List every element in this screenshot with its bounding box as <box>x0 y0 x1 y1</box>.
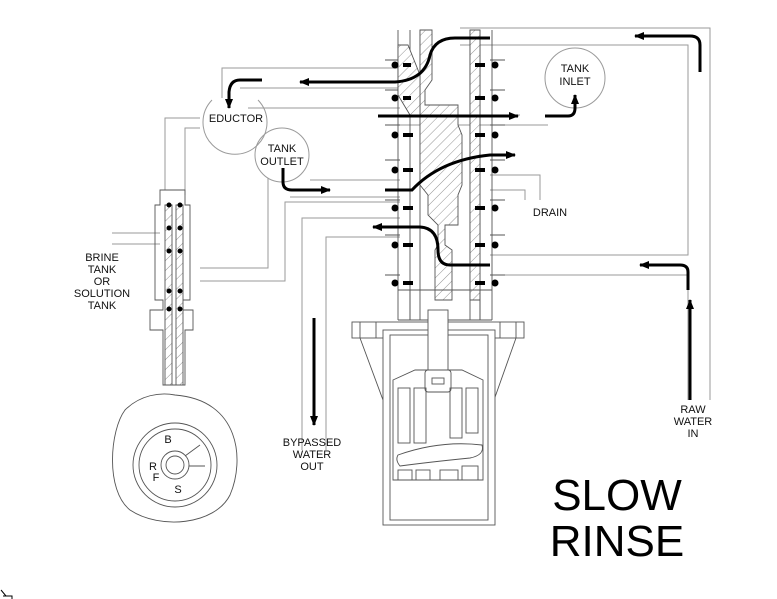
label-raw-1: RAW <box>680 404 706 416</box>
label-brine-2: TANK <box>88 264 117 276</box>
cam-dial-housing <box>112 393 238 523</box>
o-rings <box>391 61 499 287</box>
brine-valve: B R F S <box>112 189 238 523</box>
dial-letter-f: F <box>153 472 160 484</box>
pipe-tank-outlet-down <box>200 178 269 269</box>
label-tank-outlet-1: TANK <box>268 143 297 155</box>
label-eductor: EDUCTOR <box>209 113 263 125</box>
label-brine-4: SOLUTION <box>74 288 130 300</box>
flow-raw-top <box>634 32 702 72</box>
dial-letter-b: B <box>164 434 171 446</box>
label-bypass-2: WATER <box>293 449 332 461</box>
label-drain: DRAIN <box>533 207 567 219</box>
flow-valve-diag <box>385 151 516 192</box>
pipe-drain <box>490 174 541 200</box>
dial-letter-r: R <box>149 461 157 473</box>
flow-tank-inlet-up <box>545 94 579 118</box>
eductor-bubble <box>202 99 268 155</box>
flow-raw-in-turn <box>639 261 690 290</box>
flow-tank-outlet <box>281 168 331 194</box>
pipe-brine-left <box>112 232 160 245</box>
label-raw-2: WATER <box>674 416 713 428</box>
pipe-tank-outlet <box>290 179 400 198</box>
labels: EDUCTOR TANK INLET TANK OUTLET DRAIN BRI… <box>74 63 712 566</box>
label-brine-1: BRINE <box>85 252 119 264</box>
label-tank-inlet-1: TANK <box>561 63 590 75</box>
label-tank-inlet-2: INLET <box>559 76 590 88</box>
flow-bypass-in <box>372 223 490 267</box>
label-brine-5: TANK <box>88 300 117 312</box>
label-brine-3: OR <box>94 276 111 288</box>
label-bypass-3: OUT <box>300 461 324 473</box>
label-bypass-1: BYPASSED <box>283 437 342 449</box>
piston <box>419 29 463 301</box>
title-line-2: RINSE <box>550 517 684 566</box>
label-raw-3: IN <box>688 428 699 440</box>
pipe-eductor-top <box>221 67 400 98</box>
piping <box>112 27 711 450</box>
dial-letter-s: S <box>174 484 181 496</box>
brine-valve-o-rings <box>166 202 183 312</box>
corner-mark-icon <box>0 589 13 599</box>
flow-eductor-down <box>225 78 262 109</box>
flow-top-into-valve <box>375 36 490 84</box>
title-line-1: SLOW <box>552 471 682 520</box>
pipe-brine <box>200 201 400 450</box>
pipe-raw-top <box>460 27 711 400</box>
flow-arrows <box>225 32 702 426</box>
cam-housing <box>351 309 525 526</box>
label-tank-outlet-2: OUTLET <box>260 156 304 168</box>
valve-body <box>385 29 505 321</box>
pipe-eductor-left <box>164 117 200 195</box>
